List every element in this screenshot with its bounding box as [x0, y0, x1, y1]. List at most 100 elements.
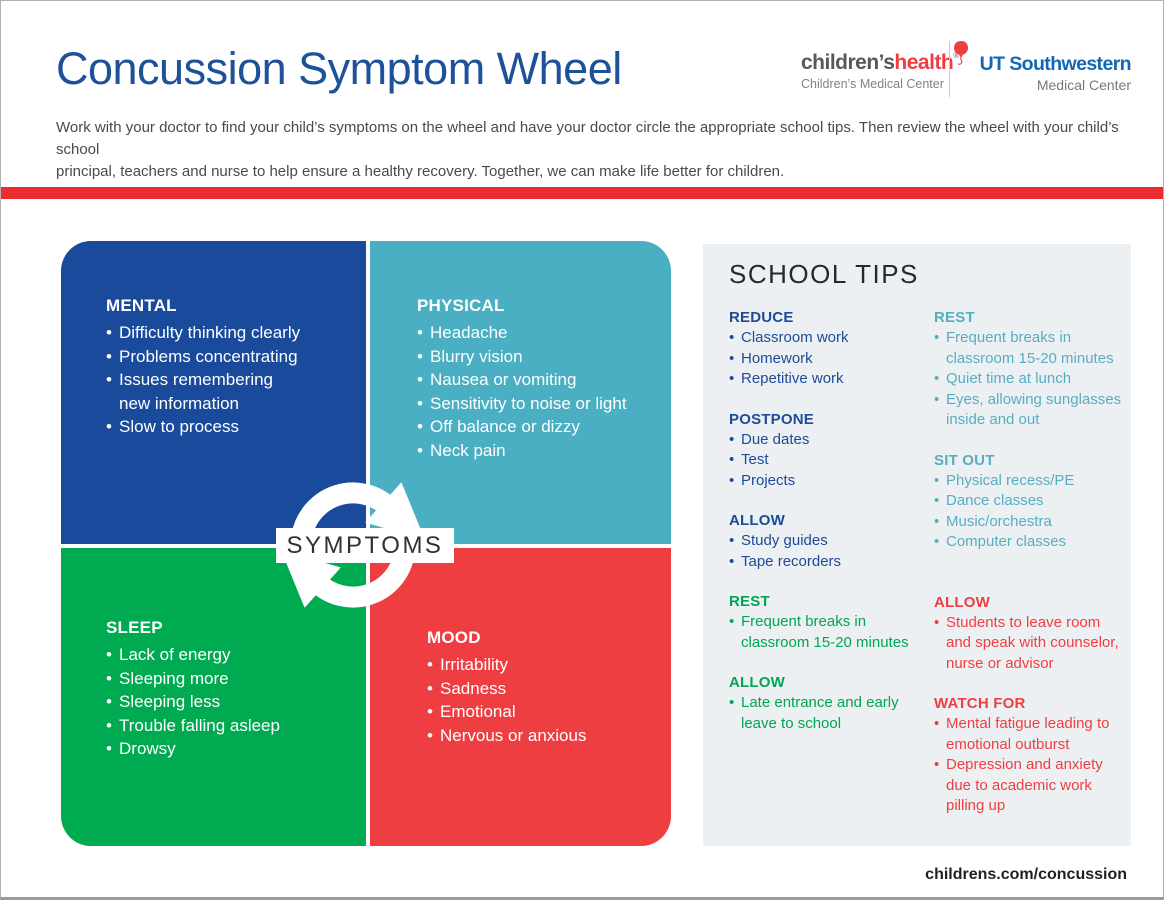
quadrant-title: MENTAL — [106, 296, 177, 315]
tip-item: Repetitive work — [729, 369, 926, 390]
tip-item: Mental fatigue leading to emotional outb… — [934, 714, 1124, 755]
tip-item: Frequent breaks in classroom 15-20 minut… — [934, 328, 1124, 369]
symptom-item: Sensitivity to noise or light — [417, 392, 659, 416]
symptoms-text: SYMPTOMS — [286, 531, 444, 559]
symptom-item: Irritability — [427, 653, 659, 677]
tips-item-list: Due datesTestProjects — [729, 430, 926, 492]
school-tips-column-right: REST Frequent breaks in classroom 15-20 m… — [934, 309, 1124, 838]
tips-section-reduce: REDUCE Classroom workHomeworkRepetitive w… — [729, 309, 926, 390]
tips-item-list: Classroom workHomeworkRepetitive work — [729, 328, 926, 390]
symptom-item: Slow to process — [106, 415, 348, 439]
childrens-wordmark-gray: children’s — [801, 51, 895, 74]
tips-section-heading: REDUCE — [729, 309, 794, 326]
tips-section-heading: ALLOW — [729, 512, 785, 529]
tips-section-heading: REST — [729, 593, 770, 610]
health-wordmark-red: health — [894, 51, 954, 74]
tip-item: Projects — [729, 471, 926, 492]
logo-block: children’shealth® Children’s Medical Cen… — [791, 39, 1132, 101]
symptoms-center-label: SYMPTOMS — [276, 528, 454, 563]
tips-section-rest: REST Frequent breaks in classroom 15-20 m… — [934, 309, 1124, 431]
symptom-item: Nervous or anxious — [427, 724, 659, 748]
tips-item-list: Study guidesTape recorders — [729, 531, 926, 572]
childrens-health-logo: children’shealth® Children’s Medical Cen… — [801, 41, 969, 91]
tip-item: Homework — [729, 349, 926, 370]
tip-item: Computer classes — [934, 532, 1124, 553]
quadrant-physical: PHYSICAL HeadacheBlurry visionNausea or … — [370, 241, 671, 544]
quadrant-title: PHYSICAL — [417, 296, 505, 315]
quadrant-title: SLEEP — [106, 618, 163, 637]
quadrant-mood: MOOD IrritabilitySadnessEmotionalNervous… — [370, 548, 671, 846]
tip-item: Quiet time at lunch — [934, 369, 1124, 390]
tip-item: Dance classes — [934, 491, 1124, 512]
tips-section-allow: ALLOW Study guidesTape recorders — [729, 512, 926, 572]
symptom-item: Off balance or dizzy — [417, 415, 659, 439]
tip-item: Tape recorders — [729, 552, 926, 573]
school-tips-columns: REDUCE Classroom workHomeworkRepetitive w… — [729, 309, 1131, 838]
tip-item: Eyes, allowing sunglasses inside and out — [934, 390, 1124, 431]
quadrant-sleep: SLEEP Lack of energySleeping moreSleepin… — [61, 548, 366, 846]
symptom-item: Sleeping more — [106, 667, 348, 691]
registered-mark: ® — [953, 51, 959, 60]
utsw-medical-center-label: Medical Center — [1036, 77, 1131, 93]
footer-url: childrens.com/concussion — [925, 866, 1127, 883]
tip-item: Late entrance and early leave to school — [729, 693, 926, 734]
childrens-health-wordmark: children’shealth® — [801, 41, 969, 75]
tips-item-list: Frequent breaks in classroom 15-20 minut… — [729, 612, 926, 653]
logo-divider — [949, 41, 950, 97]
school-tips-column-left: REDUCE Classroom workHomeworkRepetitive w… — [729, 309, 926, 838]
symptom-item: Lack of energy — [106, 643, 348, 667]
childrens-medical-center-label: Children’s Medical Center — [801, 77, 944, 91]
page-title: Concussion Symptom Wheel — [56, 43, 622, 94]
tip-item: Depression and anxiety due to academic w… — [934, 755, 1124, 817]
tips-section-allow: ALLOW Students to leave room and speak wi… — [934, 594, 1124, 675]
tips-item-list: Frequent breaks in classroom 15-20 minut… — [934, 328, 1124, 431]
symptom-item: Blurry vision — [417, 345, 659, 369]
symptom-item: Sadness — [427, 677, 659, 701]
intro-paragraph: Work with your doctor to find your child… — [56, 119, 1119, 180]
tips-item-list: Physical recess/PEDance classesMusic/orc… — [934, 471, 1124, 553]
school-tips-title: SCHOOL TIPS — [729, 259, 919, 289]
quadrant-title: MOOD — [427, 628, 481, 647]
symptom-wheel: MENTAL Difficulty thinking clearlyProble… — [61, 241, 671, 846]
tips-section-postpone: POSTPONEDue datesTestProjects — [729, 411, 926, 492]
symptom-item: Problems concentrating — [106, 345, 348, 369]
symptom-item: Neck pain — [417, 439, 659, 463]
symptom-list: HeadacheBlurry visionNausea or vomitingS… — [417, 321, 659, 462]
tips-section-allow: ALLOW Late entrance and early leave to sc… — [729, 674, 926, 734]
balloon-icon — [953, 40, 969, 74]
tips-section-sit-out: SIT OUT Physical recess/PEDance classesMu… — [934, 452, 1124, 553]
symptom-item: Headache — [417, 321, 659, 345]
tip-item: Classroom work — [729, 328, 926, 349]
tips-section-heading: ALLOW — [934, 593, 990, 611]
symptom-item: Trouble falling asleep — [106, 714, 348, 738]
tips-section-heading: SIT OUT — [934, 451, 995, 469]
quadrant-mental: MENTAL Difficulty thinking clearlyProble… — [61, 241, 366, 544]
tip-item: Frequent breaks in classroom 15-20 minut… — [729, 612, 926, 653]
tip-item: Students to leave room and speak with co… — [934, 613, 1124, 675]
tips-section-heading: ALLOW — [729, 674, 785, 691]
symptom-item: Emotional — [427, 700, 659, 724]
symptom-item: Nausea or vomiting — [417, 368, 659, 392]
symptom-item: Drowsy — [106, 737, 348, 761]
utsw-wordmark: UT Southwestern — [979, 53, 1132, 75]
tip-item: Music/orchestra — [934, 512, 1124, 533]
symptom-item: Issues remembering new information — [106, 368, 348, 415]
tips-section-heading: WATCH FOR — [934, 695, 1026, 712]
tips-item-list: Mental fatigue leading to emotional outb… — [934, 714, 1124, 817]
symptom-item: Difficulty thinking clearly — [106, 321, 348, 345]
symptom-item: Sleeping less — [106, 690, 348, 714]
symptom-list: Difficulty thinking clearlyProblems conc… — [106, 321, 348, 439]
symptom-list: Lack of energySleeping moreSleeping less… — [106, 643, 348, 761]
tips-item-list: Late entrance and early leave to school — [729, 693, 926, 734]
tips-item-list: Students to leave room and speak with co… — [934, 613, 1124, 675]
tips-section-rest: REST Frequent breaks in classroom 15-20 m… — [729, 593, 926, 653]
tip-item: Due dates — [729, 430, 926, 451]
symptom-list: IrritabilitySadnessEmotionalNervous or a… — [427, 653, 659, 747]
ut-southwestern-logo: UT Southwestern Medical Center — [963, 53, 1132, 93]
tip-item: Physical recess/PE — [934, 471, 1124, 492]
tips-section-heading: REST — [934, 309, 975, 326]
tip-item: Study guides — [729, 531, 926, 552]
tip-item: Test — [729, 450, 926, 471]
red-divider-band — [1, 187, 1163, 199]
tips-section-watch-for: WATCH FOR Mental fatigue leading to emoti… — [934, 695, 1124, 817]
